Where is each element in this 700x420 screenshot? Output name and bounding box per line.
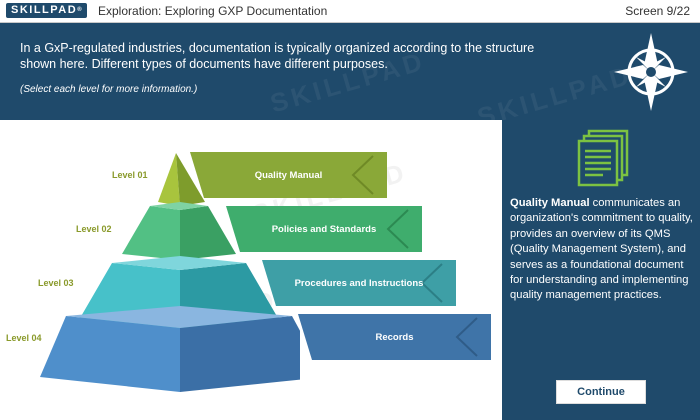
level-04-title: Records [375,331,414,343]
logo-mark: ® [77,7,82,13]
pyramid-level-04-top [66,306,292,328]
level-02-band-shape [226,206,422,252]
pyramid-level-01[interactable] [158,153,180,206]
pyramid-level-02-side[interactable] [180,206,236,260]
pyramid-diagram [40,153,300,392]
level-02-button[interactable]: Policies and Standards [226,206,422,252]
description-term: Quality Manual [510,197,590,209]
pyramid-level-02[interactable] [122,206,180,260]
course-title: Exploration: Exploring GXP Documentation [98,4,328,18]
instruction-hint: (Select each level for more information.… [20,84,198,95]
level-04-label: Level 04 [6,333,42,343]
skillpad-logo: SKILLPAD® [6,3,87,18]
compass-icon [614,33,688,111]
level-01-button[interactable]: Quality Manual [190,152,387,198]
intro-text: In a GxP-regulated industries, documenta… [20,41,535,71]
pyramid-level-04-side[interactable] [180,316,300,392]
level-description: Quality Manual communicates an organizat… [510,196,695,304]
level-02-title: Policies and Standards [271,223,377,235]
level-03-title: Procedures and Instructions [294,277,424,289]
level-03-button[interactable]: Procedures and Instructions [262,260,456,306]
level-02-label: Level 02 [76,224,112,234]
logo-text: SKILLPAD [11,4,78,16]
top-bar: SKILLPAD® Exploration: Exploring GXP Doc… [0,0,700,23]
level-01-label: Level 01 [112,170,148,180]
pyramid-panel: SKILLPAD SKILLPAD Level 01 Level 02 Leve… [0,120,502,420]
level-03-band-shape [262,260,456,306]
level-03-label: Level 03 [38,278,74,288]
description-text: communicates an organization's commitmen… [510,197,693,302]
level-04-button[interactable]: Records [298,314,491,360]
level-01-band-shape [190,152,387,198]
pyramid-level-03-top [112,256,246,270]
document-stack-icon [577,129,629,187]
pyramid-level-01-side[interactable] [176,153,205,206]
pyramid-level-04[interactable] [40,316,180,392]
header-panel: SKILLPAD SKILLPAD [0,23,700,133]
level-01-title: Quality Manual [254,169,323,181]
continue-button[interactable]: Continue [556,380,646,404]
level-04-band-shape [298,314,491,360]
screen-counter: Screen 9/22 [625,4,690,18]
pyramid-level-02-top [150,202,208,210]
